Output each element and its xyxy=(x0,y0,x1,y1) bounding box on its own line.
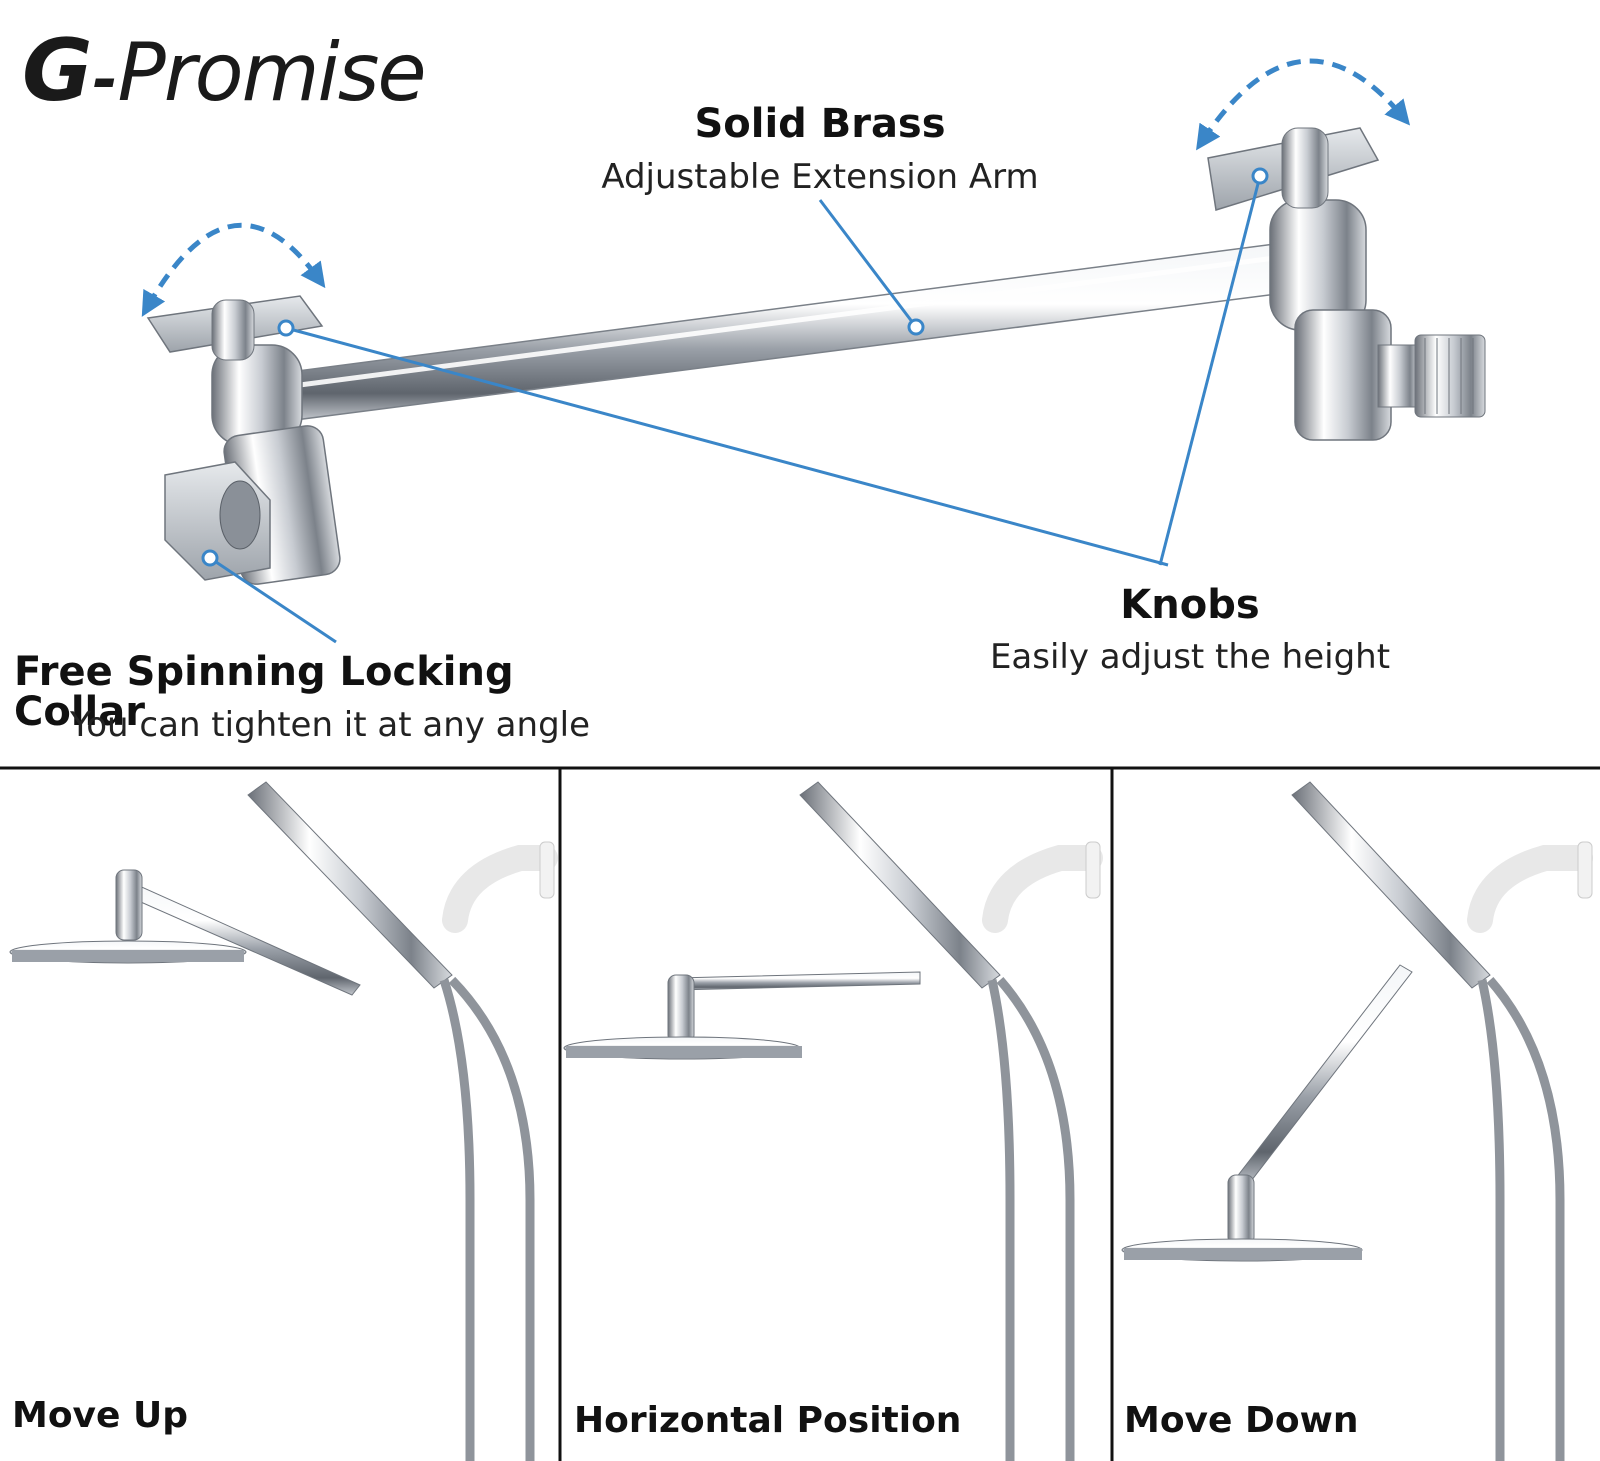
panel-move-up xyxy=(9,781,558,1461)
callout-dot-icon xyxy=(277,319,295,337)
knobs-subtitle: Easily adjust the height xyxy=(989,637,1391,677)
panel-label-move-up: Move Up xyxy=(12,1395,188,1436)
brand-letter: G xyxy=(22,21,93,121)
solid-brass-subtitle: Adjustable Extension Arm xyxy=(601,157,1039,197)
callout-dot-icon xyxy=(1251,167,1269,185)
rotate-arrow-icon xyxy=(141,222,326,317)
callout-dot-icon xyxy=(907,318,925,336)
solid-brass-title: Solid Brass xyxy=(694,101,946,147)
collar-subtitle: You can tighten it at any angle xyxy=(70,705,591,745)
threaded-connector xyxy=(1414,334,1486,418)
panel-horizontal xyxy=(563,781,1103,1461)
brand-dash: - xyxy=(92,45,118,115)
extension-arm xyxy=(289,241,1293,421)
brand-logo: G-Promise xyxy=(22,28,427,115)
brand-name: Promise xyxy=(117,26,427,119)
panel-label-move-down: Move Down xyxy=(1124,1400,1359,1441)
callout-lines xyxy=(209,175,1262,644)
collar-title: Free Spinning Locking Collar xyxy=(14,649,514,735)
panel-label-horizontal: Horizontal Position xyxy=(574,1400,962,1441)
rotate-arrow-icon xyxy=(1196,58,1411,151)
panel-move-down xyxy=(1121,781,1593,1461)
left-joint xyxy=(146,295,341,585)
knobs-title: Knobs xyxy=(1120,582,1260,628)
callout-dot-icon xyxy=(201,549,219,567)
